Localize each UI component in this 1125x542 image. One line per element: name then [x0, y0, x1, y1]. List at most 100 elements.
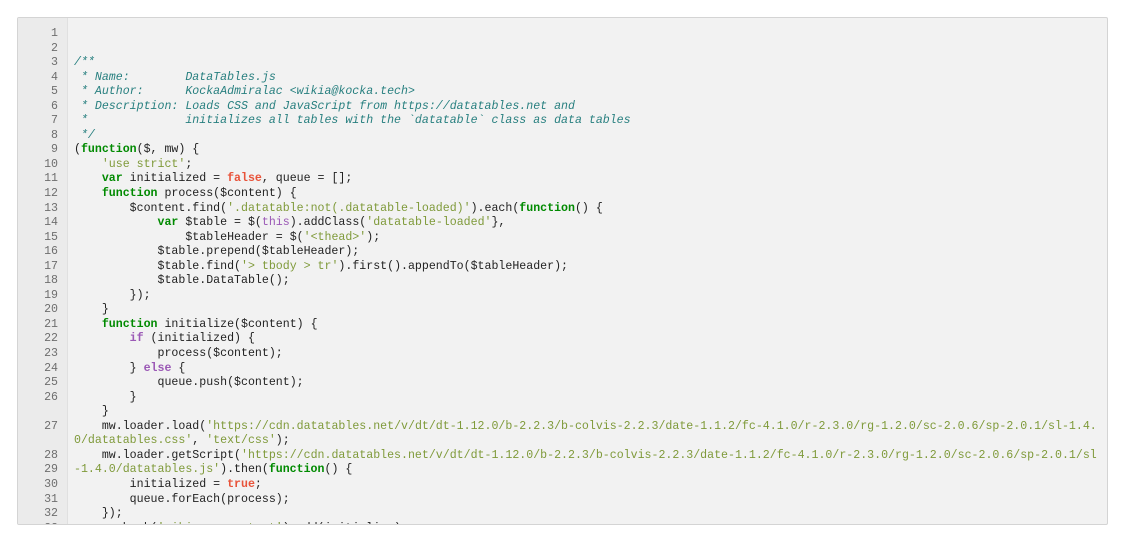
line-number: 19 [44, 288, 58, 302]
code-token [74, 187, 102, 200]
code-token: $content.find( [74, 201, 228, 215]
code-token: function [101, 317, 158, 331]
line-number: 23 [44, 347, 58, 361]
line-number: 12 [44, 187, 58, 201]
code-token: queue.push($content); [74, 376, 304, 390]
line-number: 32 [44, 507, 58, 521]
code-token: var [157, 216, 179, 230]
code-line: function process($content) { [74, 187, 1101, 202]
code-line: * Author: KockaAdmiralac <wikia@kocka.te… [74, 85, 1101, 100]
code-line: }); [74, 507, 1101, 522]
code-token: () { [574, 201, 603, 215]
code-token: '> tbody > tr' [241, 259, 339, 273]
code-line: * Description: Loads CSS and JavaScript … [74, 100, 1101, 115]
code-token: 'datatable-loaded' [366, 216, 492, 230]
code-token: mw.loader.getScript( [74, 448, 241, 462]
code-token: process($content) { [157, 187, 297, 201]
code-token: function [268, 463, 325, 477]
code-token: } [74, 405, 109, 419]
line-number: 27 [44, 419, 58, 433]
code-line: }); [74, 289, 1101, 304]
line-number: 14 [44, 216, 58, 230]
code-token: /** [74, 56, 95, 70]
code-token: ; [254, 477, 262, 491]
line-number: 7 [51, 114, 58, 128]
code-token: 'wikipage.content' [158, 522, 283, 524]
code-line: mw.loader.getScript('https://cdn.datatab… [74, 449, 1101, 478]
code-token: } [74, 303, 109, 317]
code-token: function [519, 201, 575, 215]
code-line: queue.push($content); [74, 376, 1101, 391]
code-line: var initialized = false, queue = []; [74, 172, 1101, 187]
code-line: */ [74, 129, 1101, 144]
line-number: 29 [44, 463, 58, 477]
code-content-column[interactable]: /** * Name: DataTables.js * Author: Kock… [68, 18, 1108, 524]
line-number: 4 [51, 70, 58, 84]
code-token: ).each( [470, 201, 520, 215]
code-line: } [74, 303, 1101, 318]
code-line: * Name: DataTables.js [74, 71, 1101, 86]
code-line: mw.loader.load('https://cdn.datatables.n… [74, 420, 1101, 449]
line-number: 22 [44, 332, 58, 346]
line-number: 16 [44, 245, 58, 259]
code-token: '<thead>' [303, 230, 367, 244]
code-token: queue.forEach(process); [74, 492, 290, 506]
line-number: 31 [44, 492, 58, 506]
code-token: } [74, 390, 137, 404]
code-token: process($content); [74, 347, 283, 361]
code-token: * Author: KockaAdmiralac <wikia@kocka.te… [74, 85, 415, 99]
code-line: mw.hook('wikipage.content').add(initiali… [74, 522, 1101, 524]
code-token: } [74, 361, 144, 375]
line-number: 6 [51, 99, 58, 113]
code-token: 'text/css' [206, 434, 276, 448]
line-number: 30 [44, 477, 58, 491]
code-token: $table.DataTable(); [74, 274, 290, 288]
line-number: 18 [44, 274, 58, 288]
code-token: initialize($content) { [157, 317, 318, 331]
code-token: var [101, 172, 123, 186]
code-token: if [129, 332, 144, 346]
code-line: if (initialized) { [74, 332, 1101, 347]
code-token [74, 332, 130, 345]
code-token: ); [275, 434, 290, 448]
code-token: ($, mw) { [136, 143, 200, 157]
code-token: $table.find( [74, 259, 242, 273]
line-number: 3 [51, 56, 58, 70]
code-line: process($content); [74, 347, 1101, 362]
code-line: $content.find('.datatable:not(.datatable… [74, 202, 1101, 217]
code-line: function initialize($content) { [74, 318, 1101, 333]
code-token: ).then( [220, 463, 269, 477]
line-number: 8 [51, 128, 58, 142]
code-token: $tableHeader = $( [74, 230, 304, 244]
code-token: ; [185, 157, 193, 171]
code-line: $table.DataTable(); [74, 274, 1101, 289]
code-token: ).add(initialize); [283, 522, 408, 524]
code-token [74, 158, 102, 171]
code-line: var $table = $(this).addClass('datatable… [74, 216, 1101, 231]
code-token: ); [366, 230, 381, 244]
code-token: function [80, 143, 137, 157]
line-number: 28 [44, 448, 58, 462]
code-token: 'use strict' [101, 157, 186, 171]
code-line: queue.forEach(process); [74, 493, 1101, 508]
code-token: * Description: Loads CSS and JavaScript … [74, 99, 575, 113]
line-number: 13 [44, 201, 58, 215]
code-token: initialized = [122, 172, 228, 186]
code-token: $table = $( [178, 216, 262, 230]
code-token [74, 318, 102, 331]
code-token: initialized = [74, 477, 228, 491]
line-number: 26 [44, 390, 58, 404]
line-number: 2 [51, 41, 58, 55]
code-line: } else { [74, 362, 1101, 377]
line-number: 24 [44, 361, 58, 375]
code-line: $table.find('> tbody > tr').first().appe… [74, 260, 1101, 275]
code-token: mw.loader.load( [74, 419, 207, 433]
code-line: * initializes all tables with the `datat… [74, 114, 1101, 129]
code-token: }); [74, 507, 123, 521]
line-number: 9 [51, 143, 58, 157]
code-token: }, [491, 216, 506, 230]
code-token: (initialized) { [143, 332, 255, 346]
code-token: */ [74, 128, 95, 142]
